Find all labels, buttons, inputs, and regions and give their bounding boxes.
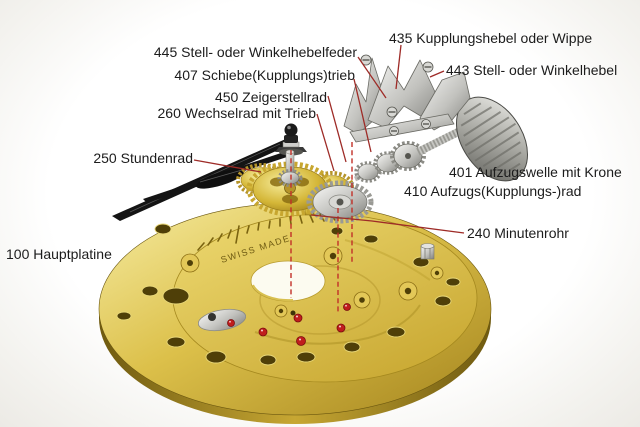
leader-407: [353, 78, 372, 153]
leader-435: [395, 44, 402, 90]
winding-pinion: [390, 141, 426, 171]
leader-450: [327, 95, 347, 163]
setting-lever: [419, 71, 471, 131]
leader-250: [193, 159, 262, 173]
leader-lines: [193, 44, 465, 234]
black-cap-part: [275, 123, 307, 156]
stem-gear-cluster: [354, 141, 426, 183]
label-100: 100 Hauptplatine: [6, 246, 112, 262]
label-407: 407 Schiebe(Kupplungs)trieb: [174, 67, 355, 83]
setting-wheel: [306, 180, 374, 224]
winding-stem-and-crown: [416, 96, 529, 182]
crown-knurling: [460, 102, 522, 176]
crown: [455, 96, 529, 182]
plate-center-pin: [290, 310, 296, 316]
label-410: 410 Aufzugs(Kupplungs-)rad: [404, 183, 582, 199]
label-450: 450 Zeigerstellrad: [214, 89, 327, 105]
plate-machining-arc: [344, 239, 431, 281]
leader-240: [310, 214, 465, 234]
sliding-pinion: [354, 161, 382, 183]
hour-hand-leaf: [196, 169, 244, 189]
label-240: 240 Minutenrohr: [467, 225, 569, 241]
plate-jewels: [227, 303, 351, 346]
label-443: 443 Stell- oder Winkelhebel: [446, 62, 618, 78]
plate-machined-circle: [259, 265, 381, 335]
lever-screws: [360, 54, 434, 136]
wheel-pinion-post: [277, 149, 303, 187]
leader-443: [429, 70, 445, 78]
lever-assembly: [343, 54, 471, 143]
assembly-axis-lines: [290, 142, 353, 312]
plate-recess-shadow: [252, 284, 294, 302]
label-435: 435 Kupplungshebel oder Wippe: [389, 30, 593, 46]
leader-260: [316, 113, 335, 172]
watch-hands: [112, 138, 294, 221]
label-260: 260 Wechselrad mit Trieb: [157, 105, 316, 121]
plate-bosses: [180, 246, 444, 318]
label-250: 250 Stundenrad: [93, 150, 193, 166]
leader-445: [357, 56, 387, 99]
label-445: 445 Stell- oder Winkelhebelfeder: [153, 44, 357, 60]
main-plate: SWISS MADE: [98, 199, 492, 424]
stem-thread-ridges: [416, 125, 466, 156]
plate-holes: [116, 223, 461, 366]
plate-machining-arc: [254, 304, 421, 345]
label-401: 401 Aufzugswelle mit Krone: [449, 164, 622, 180]
silver-stud: [420, 243, 435, 260]
hour-hand-glint: [199, 169, 243, 183]
